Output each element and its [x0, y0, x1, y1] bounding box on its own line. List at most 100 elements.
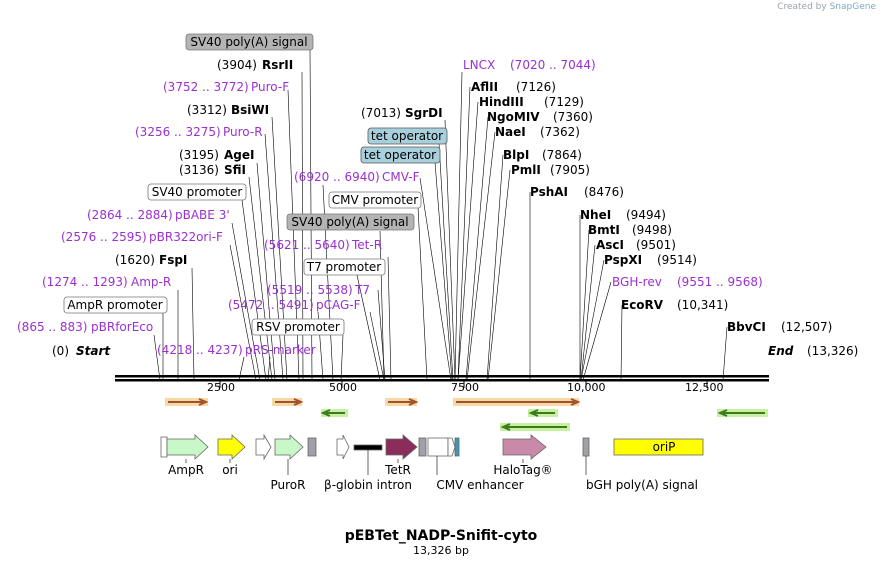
- feature-shapes: [160, 433, 704, 461]
- feature-label-bgh-polya: bGH poly(A) signal: [586, 478, 698, 492]
- enzyme-sgrdi: SgrDI: [405, 106, 443, 120]
- enzyme-bsiwi: BsiWI: [231, 103, 269, 117]
- start-position: (0): [52, 344, 69, 358]
- halotag-arrow: [502, 434, 547, 460]
- feature-label-cmv-enhancer: CMV enhancer: [436, 478, 523, 492]
- feature-label-ori: ori: [222, 463, 238, 477]
- puror-arrow: [274, 434, 304, 460]
- box-ampr-promoter: AmpR promoter: [67, 298, 162, 312]
- primer-pbr322ori-f: pBR322ori-F: [149, 230, 223, 244]
- primer-pcag-f: pCAG-F: [316, 298, 361, 312]
- enzyme-ngomiv: NgoMIV: [487, 110, 540, 124]
- primer-lncx: LNCX: [463, 58, 495, 72]
- enzyme-fspi: FspI: [159, 253, 187, 267]
- tetr-arrow: [385, 434, 418, 460]
- primer-tet-r: Tet-R: [351, 238, 382, 252]
- primer-arrows: [165, 398, 768, 431]
- primer-labels: (3752 .. 3772) Puro-F (3256 .. 3275) Pur…: [17, 58, 763, 357]
- enzyme-pos: (3312): [187, 103, 227, 117]
- ori-arrow: [217, 434, 246, 460]
- enzyme-pos: (3195): [179, 148, 219, 162]
- enzyme-pmli: PmlI: [511, 163, 541, 177]
- snapgene-credit: Created by SnapGene: [777, 2, 876, 12]
- end-position: (13,326): [807, 344, 858, 358]
- ampr-arrow: [166, 434, 209, 460]
- enzyme-pos: (9494): [626, 208, 666, 222]
- plasmid-length: 13,326 bp: [413, 544, 469, 557]
- primer-pbrforeco: pBRforEco: [91, 320, 153, 334]
- primer-amp-r: Amp-R: [131, 275, 171, 289]
- enzyme-nhei: NheI: [580, 208, 611, 222]
- enzyme-pos: (7905): [550, 163, 590, 177]
- enzyme-aflii: AflII: [471, 80, 498, 94]
- feature-label-beta-globin-intron: β-globin intron: [324, 478, 412, 492]
- feature-label-puror: PuroR: [271, 478, 306, 492]
- primer-pos: (5472 .. 5491): [228, 298, 314, 312]
- start-label: Start: [76, 344, 111, 358]
- tick-label: 12,500: [685, 381, 724, 394]
- enzyme-pos: (1620): [115, 253, 155, 267]
- primer-pos: (1274 .. 1293): [42, 275, 128, 289]
- primer-pos: (4218 .. 4237): [157, 343, 243, 357]
- enzyme-pos: (10,341): [677, 298, 728, 312]
- primer-puro-f: Puro-F: [251, 80, 289, 94]
- enzyme-naei: NaeI: [495, 125, 526, 139]
- enzyme-pos: (9498): [632, 223, 672, 237]
- enzyme-hindiii: HindIII: [479, 95, 524, 109]
- primer-pos: (6920 .. 6940): [294, 170, 380, 184]
- enzyme-pshai: PshAI: [530, 185, 568, 199]
- enzyme-pos: (12,507): [781, 320, 832, 334]
- primer-cmv-f: CMV-F: [382, 170, 420, 184]
- end-label: End: [768, 344, 794, 358]
- enzyme-pos: (3136): [179, 163, 219, 177]
- enzyme-pos: (9514): [657, 253, 697, 267]
- box-sv40-polya-1: SV40 poly(A) signal: [190, 35, 307, 49]
- orip-box: [613, 438, 704, 456]
- tick-label: 2500: [207, 381, 235, 394]
- primer-pos: (3256 .. 3275): [135, 125, 221, 139]
- primer-t7: T7: [354, 283, 370, 297]
- enzyme-pos: (7126): [516, 80, 556, 94]
- enzyme-ecorv: EcoRV: [621, 298, 664, 312]
- enzyme-blpi: BlpI: [503, 148, 529, 162]
- primer-pbabe3: pBABE 3': [175, 208, 230, 222]
- primer-pos: (3752 .. 3772): [163, 80, 249, 94]
- enzyme-pos: (7360): [553, 110, 593, 124]
- box-rsv-promoter: RSV promoter: [256, 320, 340, 334]
- feature-label-tetr: TetR: [384, 463, 411, 477]
- enzyme-pos: (8476): [584, 185, 624, 199]
- feature-label-orip: oriP: [653, 440, 676, 454]
- backbone: [115, 375, 769, 382]
- enzyme-pos: (7013): [361, 106, 401, 120]
- enzyme-sfii: SfiI: [224, 163, 246, 177]
- enzyme-pos: (7362): [540, 125, 580, 139]
- feature-label-halotag: HaloTag®: [493, 463, 552, 477]
- snapgene-logo-text: SnapGene: [829, 2, 876, 12]
- primer-pos: (9551 .. 9568): [677, 275, 763, 289]
- box-sv40-polya-2: SV40 poly(A) signal: [291, 215, 408, 229]
- plasmid-name: pEBTet_NADP-Snifit-cyto: [345, 528, 538, 544]
- enzyme-bbvci: BbvCI: [727, 320, 766, 334]
- primer-pos: (865 .. 883): [17, 320, 87, 334]
- enzyme-rsrii: RsrII: [262, 58, 293, 72]
- primer-bgh-rev: BGH-rev: [612, 275, 662, 289]
- primer-pos: (5519 .. 5538): [267, 283, 353, 297]
- primer-pos: (7020 .. 7044): [510, 58, 596, 72]
- primer-pos: (5621 .. 5640): [264, 238, 350, 252]
- feature-leaders: [185, 450, 587, 475]
- primer-prs-marker: pRS-marker: [245, 343, 316, 357]
- feature-label-ampr: AmpR: [168, 463, 204, 477]
- primer-puro-r: Puro-R: [223, 125, 263, 139]
- box-tet-operator-2: tet operator: [364, 148, 436, 162]
- box-cmv-promoter: CMV promoter: [332, 193, 419, 207]
- enzyme-pspxi: PspXI: [604, 253, 642, 267]
- primer-pos: (2864 .. 2884): [87, 208, 173, 222]
- feature-label-boxes: SV40 poly(A) signal SV40 promoter AmpR p…: [63, 33, 448, 336]
- box-tet-operator-1: tet operator: [371, 129, 443, 143]
- enzyme-pos: (3904): [217, 58, 257, 72]
- tick-label: 5000: [329, 381, 357, 394]
- enzyme-bmti: BmtI: [588, 223, 620, 237]
- enzyme-agei: AgeI: [224, 148, 254, 162]
- enzyme-pos: (7864): [542, 148, 582, 162]
